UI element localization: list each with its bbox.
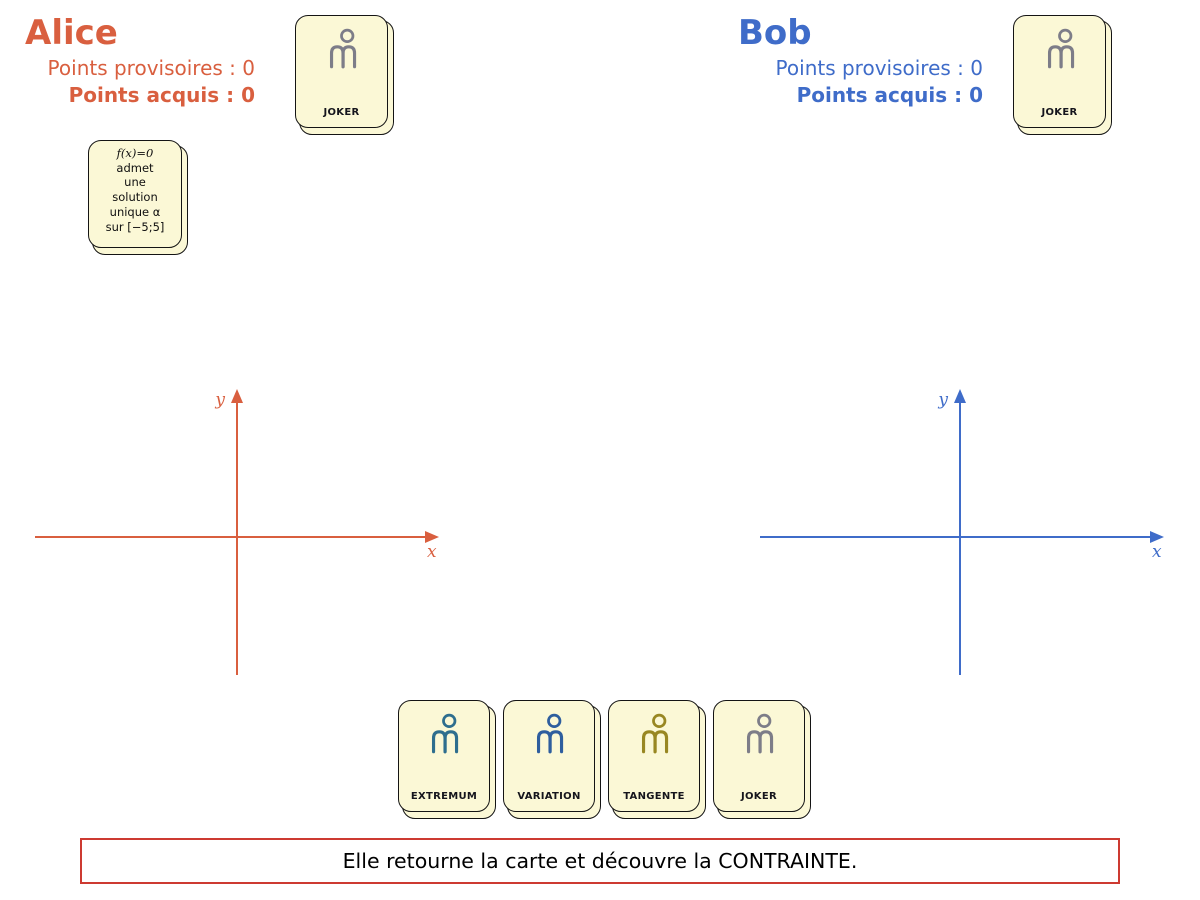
constraint-card[interactable]: f(x)=0 admet une solution unique α sur [… xyxy=(88,140,188,255)
constraint-line: sur [−5;5] xyxy=(105,219,165,234)
alice-joker-card[interactable]: JOKER xyxy=(295,15,394,135)
y-axis-arrow-icon xyxy=(231,389,243,403)
deck-card-extremum[interactable]: EXTREMUM xyxy=(398,700,496,819)
maths-logo-icon xyxy=(431,713,459,754)
constraint-line: une xyxy=(124,175,146,190)
deck-card-variation[interactable]: VARIATION xyxy=(503,700,601,819)
deck-card-face: TANGENTE xyxy=(608,700,700,812)
constraint-line: admet xyxy=(116,160,154,175)
deck-card-label: TANGENTE xyxy=(623,791,685,802)
deck-card-label: VARIATION xyxy=(517,791,581,802)
bob-provisional-value: 0 xyxy=(970,56,983,81)
bob-acquired-label: Points acquis : xyxy=(796,83,963,108)
deck-card-face: JOKER xyxy=(713,700,805,812)
maths-logo-icon xyxy=(329,28,356,69)
player-name-alice: Alice xyxy=(25,13,118,53)
deck-card-face: VARIATION xyxy=(503,700,595,812)
x-axis-label: x xyxy=(427,542,437,562)
alice-provisional-points: Points provisoires : 0 xyxy=(25,56,255,80)
alice-provisional-label: Points provisoires : xyxy=(47,56,236,81)
bob-acquired-value: 0 xyxy=(969,83,983,108)
maths-logo-icon xyxy=(1047,28,1074,69)
deck-card-face: EXTREMUM xyxy=(398,700,490,812)
alice-acquired-value: 0 xyxy=(241,83,255,108)
bob-joker-card-face: JOKER xyxy=(1013,15,1106,128)
alice-joker-card-face: JOKER xyxy=(295,15,388,128)
maths-logo-icon xyxy=(536,713,564,754)
y-axis-label: y xyxy=(214,390,225,410)
status-message-box: Elle retourne la carte et découvre la CO… xyxy=(80,838,1120,884)
x-axis-arrow-icon xyxy=(425,531,439,543)
player-name-bob: Bob xyxy=(738,13,812,53)
constraint-card-face: f(x)=0 admet une solution unique α sur [… xyxy=(88,140,182,248)
alice-provisional-value: 0 xyxy=(242,56,255,81)
player-panel-alice: Alice Points provisoires : 0 Points acqu… xyxy=(25,13,255,107)
y-axis-arrow-icon xyxy=(954,389,966,403)
bob-coordinate-axes: x y xyxy=(760,389,1164,675)
deck-card-tangente[interactable]: TANGENTE xyxy=(608,700,706,819)
alice-joker-card-label: JOKER xyxy=(323,107,360,118)
alice-acquired-points: Points acquis : 0 xyxy=(25,83,255,107)
deck-card-label: JOKER xyxy=(740,791,777,802)
maths-logo-icon xyxy=(641,713,669,754)
y-axis-label: y xyxy=(937,390,948,410)
bob-provisional-label: Points provisoires : xyxy=(775,56,964,81)
x-axis-label: x xyxy=(1152,542,1162,562)
alice-acquired-label: Points acquis : xyxy=(68,83,235,108)
maths-logo-icon xyxy=(746,713,774,754)
deck-card-joker[interactable]: JOKER xyxy=(713,700,811,819)
constraint-line: unique α xyxy=(109,204,161,219)
deck-card-label: EXTREMUM xyxy=(410,791,478,802)
bob-joker-card[interactable]: JOKER xyxy=(1013,15,1112,135)
x-axis-arrow-icon xyxy=(1150,531,1164,543)
constraint-line: solution xyxy=(112,190,158,205)
bob-acquired-points: Points acquis : 0 xyxy=(738,83,983,107)
alice-coordinate-axes: x y xyxy=(35,389,439,675)
bob-joker-card-label: JOKER xyxy=(1041,107,1078,118)
bob-provisional-points: Points provisoires : 0 xyxy=(738,56,983,80)
status-message-text: Elle retourne la carte et découvre la CO… xyxy=(342,849,858,873)
player-panel-bob: Bob Points provisoires : 0 Points acquis… xyxy=(738,13,983,107)
constraint-line: f(x)=0 xyxy=(116,146,154,160)
